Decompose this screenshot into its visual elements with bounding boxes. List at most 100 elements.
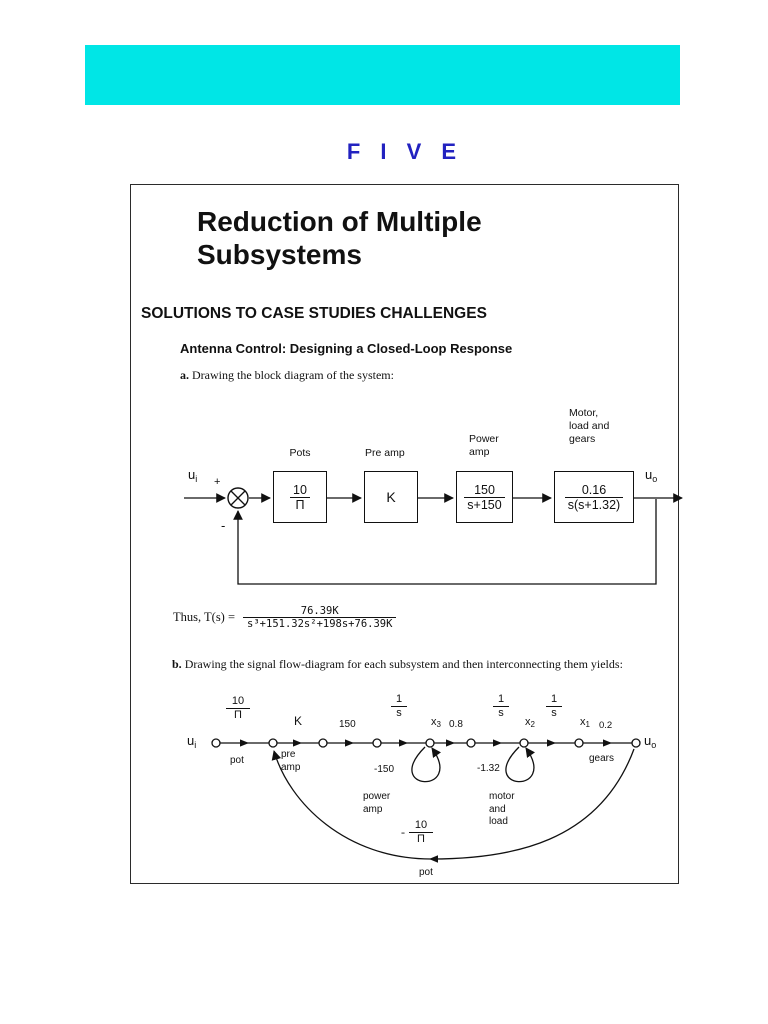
pots-caption: Pots: [289, 447, 311, 459]
node-after-pot: [268, 738, 278, 748]
tf-fraction: 76.39K s³+151.32s²+198s+76.39K: [243, 605, 397, 630]
node-x3: [425, 738, 435, 748]
node-x1: [574, 738, 584, 748]
bd-output-sub: o: [652, 474, 658, 484]
gain-02-label: 0.2: [599, 720, 613, 731]
pots-denominator: Π: [295, 497, 305, 512]
gears-caption: gears: [589, 753, 615, 764]
bd-input-signal: ui: [188, 467, 197, 484]
node-x2: [519, 738, 529, 748]
pot-gain-den: Π: [234, 709, 242, 721]
integrator-1-num: 1: [391, 693, 407, 707]
x2-base: x: [525, 716, 531, 728]
loop-132-label: -1.32: [477, 763, 500, 774]
nodes: [211, 738, 641, 748]
sf-output-sub: o: [651, 740, 657, 750]
pots-block: 10 Π: [273, 471, 327, 523]
sf-output-base: u: [644, 733, 652, 748]
page-title: Reduction of Multiple Subsystems: [197, 205, 482, 271]
item-b-label: b.: [172, 657, 182, 671]
flow-arrow: [345, 739, 354, 747]
flow-arrow: [446, 739, 455, 747]
poweramp-block: 150 s+150: [456, 471, 513, 523]
feedback-path: [233, 499, 657, 585]
page-frame: Reduction of Multiple Subsystems SOLUTIO…: [130, 184, 683, 885]
sf-output-signal: uo: [644, 733, 656, 750]
integrator-2-den: s: [498, 707, 504, 719]
poweramp-numerator: 150: [464, 483, 505, 498]
self-loop-motor: [505, 746, 536, 783]
node-input: [211, 738, 221, 748]
state-x3-label: x3: [431, 716, 441, 729]
sf-input-sub: i: [194, 740, 197, 750]
motor-transfer-function: 0.16 s(s+1.32): [564, 483, 624, 512]
chapter-banner: [85, 45, 680, 105]
page-title-line2: Subsystems: [197, 239, 362, 270]
item-a-text: Drawing the block diagram of the system:: [189, 368, 394, 382]
signal-flow-canvas: [211, 738, 641, 863]
self-loop-poweramp: [411, 746, 442, 783]
poweramp-denominator: s+150: [467, 497, 502, 512]
bd-output-base: u: [645, 467, 653, 482]
subsection-heading: Antenna Control: Designing a Closed-Loop…: [180, 341, 513, 356]
pots-numerator: 10: [290, 483, 310, 498]
loop-150-label: -150: [374, 764, 395, 775]
x3-base: x: [431, 716, 437, 728]
sf-input-base: u: [187, 733, 195, 748]
motor-denominator: s(s+1.32): [567, 497, 621, 512]
chapter-heading: F I V E: [346, 139, 464, 164]
state-x1-label: x1: [580, 716, 590, 729]
integrator-1-den: s: [396, 707, 402, 719]
item-a-label: a.: [180, 368, 189, 382]
node-motor-input: [466, 738, 476, 748]
tf-denominator: s³+151.32s²+198s+76.39K: [247, 618, 393, 630]
flow-arrow: [293, 739, 302, 747]
bd-input-sub: i: [195, 474, 198, 484]
pot-gain-num: 10: [226, 695, 250, 709]
x1-base: x: [580, 716, 586, 728]
flow-arrow: [603, 739, 612, 747]
block-diagram-canvas: [184, 487, 683, 585]
bd-plus-sign: +: [214, 476, 221, 488]
integrator-1-fraction: 1 s: [391, 693, 407, 720]
motor-block: 0.16 s(s+1.32): [554, 471, 634, 523]
node-poweramp-input: [372, 738, 382, 748]
poweramp-loop-caption: power amp: [363, 791, 391, 815]
gain-08-label: 0.8: [449, 719, 463, 730]
summing-junction-cross-2: [230, 490, 246, 506]
sf-input-signal: ui: [187, 733, 196, 750]
flow-arrows: [240, 739, 612, 863]
integrator-2-num: 1: [493, 693, 509, 707]
gain-150-label: 150: [339, 719, 356, 730]
flow-arrow: [493, 739, 502, 747]
integrator-3-den: s: [551, 707, 557, 719]
preamp-block: K: [364, 471, 418, 523]
feedback-gain-fraction: 10 Π: [409, 819, 433, 846]
poweramp-caption: Power amp: [469, 433, 499, 458]
integrator-2-fraction: 1 s: [493, 693, 509, 720]
item-a: a. Drawing the block diagram of the syst…: [180, 368, 394, 383]
flow-arrow: [399, 739, 408, 747]
node-after-preamp: [318, 738, 328, 748]
x2-sub: 2: [530, 720, 535, 729]
preamp-gain: K: [386, 489, 396, 505]
poweramp-transfer-function: 150 s+150: [464, 483, 505, 512]
tf-numerator: 76.39K: [243, 605, 397, 618]
bd-input-base: u: [188, 467, 196, 482]
motor-loop-caption: motor and load: [489, 791, 515, 827]
flow-arrow: [547, 739, 556, 747]
x1-sub: 1: [585, 720, 590, 729]
bd-minus-sign: -: [221, 518, 226, 533]
pots-transfer-function: 10 Π: [290, 483, 310, 512]
node-output: [631, 738, 641, 748]
preamp-caption: pre amp: [281, 749, 301, 773]
feedback-gain-den: Π: [417, 833, 425, 845]
feedback-gain-num: 10: [409, 819, 433, 833]
pot-caption: pot: [230, 755, 244, 766]
integrator-3-num: 1: [546, 693, 562, 707]
integrator-3-fraction: 1 s: [546, 693, 562, 720]
x3-sub: 3: [436, 720, 441, 729]
item-b: b. Drawing the signal flow-diagram for e…: [172, 657, 623, 672]
signal-flow-graph: ui uo 10 Π K 150 1 s x3 0.8 1 s x2 1 s x…: [131, 691, 680, 885]
pot-gain-fraction: 10 Π: [226, 695, 250, 722]
